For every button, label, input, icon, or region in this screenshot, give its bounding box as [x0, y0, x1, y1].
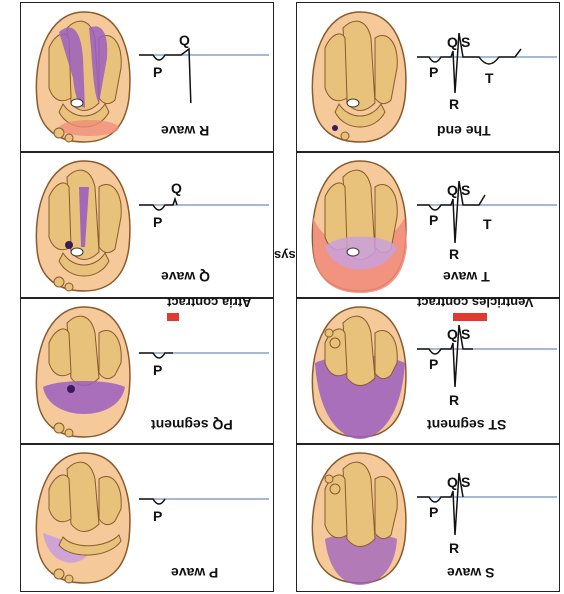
panel-caption: PQ segment: [151, 417, 233, 433]
ecg-label-p: P: [153, 508, 162, 524]
ecg-label-p: P: [429, 64, 438, 80]
ecg-trace: Q S P T R: [417, 181, 557, 262]
ecg-label-q: Q: [179, 33, 190, 48]
panel-caption: T wave: [443, 269, 490, 285]
ecg-label-p: P: [153, 64, 162, 80]
panel-st-segment: Q S P R Ventricles contract ST segment: [296, 295, 560, 444]
ecg-label-p: P: [153, 214, 162, 230]
panel-q-wave: Q P Q wave: [20, 152, 274, 298]
panel-r-wave: Q P R R wave: [20, 2, 274, 152]
ecg-label-r: R: [449, 96, 459, 112]
heart-illustration: [311, 306, 407, 439]
ecg-trace: Q S P R: [417, 325, 557, 408]
panel-caption: S wave: [447, 565, 495, 581]
ecg-label-s: S: [461, 474, 470, 490]
ecg-label-r: R: [449, 540, 459, 556]
ecg-label-r: R: [449, 392, 459, 408]
ecg-label-q: Q: [447, 34, 458, 50]
ecg-label-p: P: [153, 362, 162, 378]
heart-illustration: [35, 306, 131, 438]
panel-p-wave: P P wave: [20, 444, 274, 592]
sys-fragment: sys: [274, 248, 296, 263]
ecg-label-q: Q: [447, 182, 458, 198]
panel-caption: P wave: [171, 565, 219, 581]
atria-contract-label: Atria contract: [167, 295, 252, 310]
panel-caption: Q wave: [161, 269, 211, 285]
ecg-label-s: S: [461, 34, 470, 50]
heart-illustration: [311, 452, 407, 585]
ecg-label-s: S: [461, 326, 470, 342]
ecg-trace: Q P R: [139, 33, 269, 103]
heart-illustration: [311, 160, 407, 293]
panel-the-end: Q S P T R The end: [296, 2, 560, 152]
heart-illustration: [35, 11, 131, 143]
atria-contract-bar: [167, 313, 179, 321]
panel-pq-segment: P Atria contract PQ segment: [20, 295, 274, 444]
ecg-label-p: P: [429, 504, 438, 520]
ecg-trace: Q P: [139, 181, 269, 230]
panel-caption: The end: [437, 123, 491, 139]
ecg-trace: P: [139, 352, 269, 378]
ventricles-contract-label: Ventricles contract: [417, 295, 534, 310]
heart-illustration: [35, 160, 131, 292]
panel-caption: ST segment: [427, 417, 507, 433]
heart-illustration: [35, 452, 131, 584]
ecg-trace: Q S P T R: [417, 33, 557, 112]
panel-s-wave: Q S P R S wave: [296, 444, 560, 592]
ecg-trace: P: [139, 498, 269, 524]
heart-illustration: [311, 11, 407, 143]
ecg-trace: Q S P R: [417, 472, 557, 556]
ecg-label-s: S: [461, 182, 470, 198]
ecg-label-p: P: [429, 356, 438, 372]
ecg-label-q: Q: [171, 181, 182, 196]
ecg-label-t: T: [483, 216, 492, 232]
ecg-label-r: R: [449, 246, 459, 262]
panel-caption: R wave: [161, 123, 210, 139]
ecg-label-p: P: [429, 212, 438, 228]
ecg-label-t: T: [485, 70, 494, 86]
ventricles-contract-bar: [453, 313, 487, 321]
panel-t-wave: Q S P T R T wave: [296, 152, 560, 298]
ecg-label-q: Q: [447, 326, 458, 342]
ecg-label-q: Q: [447, 474, 458, 490]
